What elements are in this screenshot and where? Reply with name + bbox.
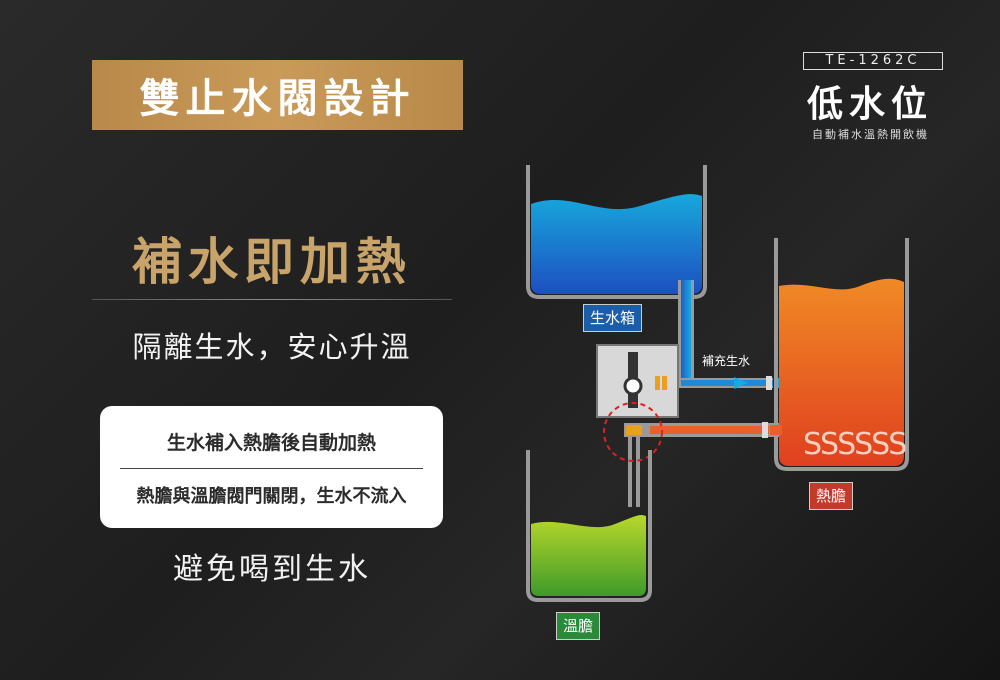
hot-tank-label: 熱膽 <box>809 482 854 510</box>
bottomline: 避免喝到生水 <box>173 552 371 587</box>
info-line-2: 熱膽與溫膽閥門關閉，生水不流入 <box>136 486 407 507</box>
subline: 隔離生水，安心升溫 <box>132 330 412 364</box>
info-line-1: 生水補入熱膽後自動加熱 <box>166 432 376 454</box>
warm-water-tank <box>526 450 652 602</box>
valve-highlight <box>603 402 663 462</box>
heating-coil-icon: SSSSSS <box>803 427 906 462</box>
info-divider <box>120 468 423 469</box>
info-box: 生水補入熱膽後自動加熱 熱膽與溫膽閥門關閉，生水不流入 <box>100 406 443 528</box>
refill-pipe <box>678 280 786 390</box>
feature-title: 低水位 <box>806 84 933 125</box>
valve-box <box>596 344 679 418</box>
title-banner: 雙止水閥設計 <box>92 60 463 130</box>
raw-water-tank <box>526 165 707 299</box>
raw-tank-label: 生水箱 <box>583 304 643 332</box>
hot-water-tank <box>774 238 909 471</box>
hot-water-fill <box>779 278 904 466</box>
warm-water-fill <box>531 514 646 596</box>
model-number: TE-1262C <box>803 52 943 70</box>
refill-label: 補充生水 <box>702 354 751 368</box>
hot-pipe <box>624 422 782 507</box>
divider <box>92 299 452 300</box>
warm-tank-label: 溫膽 <box>556 612 601 640</box>
raw-water-fill <box>531 194 702 294</box>
product-description: 自動補水溫熱開飲機 <box>812 128 929 141</box>
flow-arrow <box>734 377 748 389</box>
headline: 補水即加熱 <box>132 233 412 291</box>
